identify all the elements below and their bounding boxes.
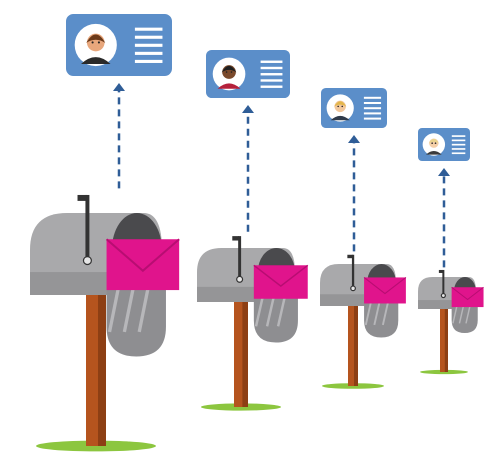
post-shadow xyxy=(242,298,248,407)
avatar-shirt xyxy=(330,115,350,121)
envelope-flap xyxy=(253,264,309,287)
envelope-icon xyxy=(451,287,484,308)
wooden-post xyxy=(348,302,358,386)
avatar-shirt xyxy=(217,83,241,89)
card-text-line xyxy=(260,60,283,63)
envelope-icon xyxy=(364,277,406,304)
door-shine xyxy=(458,305,465,324)
card-text-line xyxy=(363,112,382,115)
mailbox-1 xyxy=(30,14,180,452)
envelope-flap xyxy=(105,238,180,273)
flag-pole xyxy=(442,269,445,295)
flag-top xyxy=(77,194,87,201)
person-brown-hair-icon xyxy=(81,33,111,64)
flag-pivot xyxy=(350,285,356,292)
card-text-line xyxy=(134,27,163,31)
flag-pole xyxy=(351,254,355,288)
avatar-eye xyxy=(434,142,437,144)
post-shadow xyxy=(354,302,358,386)
envelope-icon xyxy=(106,239,180,291)
mailbox-4 xyxy=(418,128,484,375)
card-text-line xyxy=(260,73,283,76)
card-text-line xyxy=(451,135,466,137)
card-text-line xyxy=(363,102,382,104)
flag-top xyxy=(232,236,240,241)
door-shine xyxy=(265,296,275,327)
mailbox-shade xyxy=(30,272,126,295)
door-shine xyxy=(254,296,264,327)
wooden-post xyxy=(440,305,448,372)
post-shadow xyxy=(98,291,106,446)
door-shine xyxy=(373,302,381,326)
flag-pole xyxy=(85,194,90,259)
flag-top xyxy=(347,254,353,259)
card-text-line xyxy=(260,66,283,70)
envelope-flap xyxy=(451,286,484,301)
card-text-line xyxy=(134,35,163,39)
arrow-head-icon xyxy=(113,83,125,91)
card-text-line xyxy=(363,96,382,99)
card-text-line xyxy=(260,85,283,88)
door-shine xyxy=(137,287,150,333)
envelope-icon xyxy=(253,265,308,299)
card-text-line xyxy=(363,117,382,120)
card-text-line xyxy=(451,143,466,146)
door-shine xyxy=(381,302,389,326)
mailbox-2 xyxy=(197,50,309,411)
card-text-line xyxy=(134,59,163,63)
card-text-line xyxy=(451,152,466,155)
avatar-eye xyxy=(341,105,344,108)
mailbox-shade xyxy=(418,300,460,309)
avatar-eye xyxy=(431,142,433,144)
card-text-line xyxy=(134,51,163,55)
mailbox-3 xyxy=(320,88,407,389)
flag-top xyxy=(438,269,443,273)
flag-pivot xyxy=(82,256,92,266)
avatar-hair xyxy=(334,101,347,107)
arrow-head-icon xyxy=(438,168,450,176)
avatar-shirt xyxy=(81,57,111,64)
arrow-head-icon xyxy=(242,105,254,113)
card-text-line xyxy=(363,107,382,110)
person-blonde-hair-icon xyxy=(330,100,350,121)
flag-pole xyxy=(238,236,242,279)
avatar-eye xyxy=(230,71,233,73)
avatar-eye xyxy=(225,71,228,73)
mailbox-shade xyxy=(197,286,268,302)
avatar-hair xyxy=(86,34,106,43)
avatar-shirt xyxy=(425,150,442,155)
avatar-eye xyxy=(97,41,100,44)
person-dark-hair-woman-icon xyxy=(217,65,241,89)
arrow-head-icon xyxy=(348,135,360,143)
door-shine xyxy=(452,305,458,324)
avatar-hair xyxy=(221,65,237,73)
avatar-hair xyxy=(428,138,439,144)
card-text-line xyxy=(134,43,163,47)
door-shine xyxy=(122,287,135,333)
avatar-eye xyxy=(337,105,339,108)
door-shine xyxy=(107,287,121,333)
door-shine xyxy=(465,305,471,324)
post-shadow xyxy=(444,305,448,372)
card-text-line xyxy=(260,79,283,82)
card-text-line xyxy=(451,139,466,142)
mailbox-shade xyxy=(320,294,375,306)
envelope-flap xyxy=(363,276,407,295)
flag-pivot xyxy=(236,275,244,283)
door-shine xyxy=(276,296,286,327)
card-text-line xyxy=(451,148,466,150)
avatar-eye xyxy=(91,41,94,44)
flag-pivot xyxy=(440,292,446,299)
person-light-hair-woman-icon xyxy=(425,138,442,155)
door-shine xyxy=(364,302,372,326)
